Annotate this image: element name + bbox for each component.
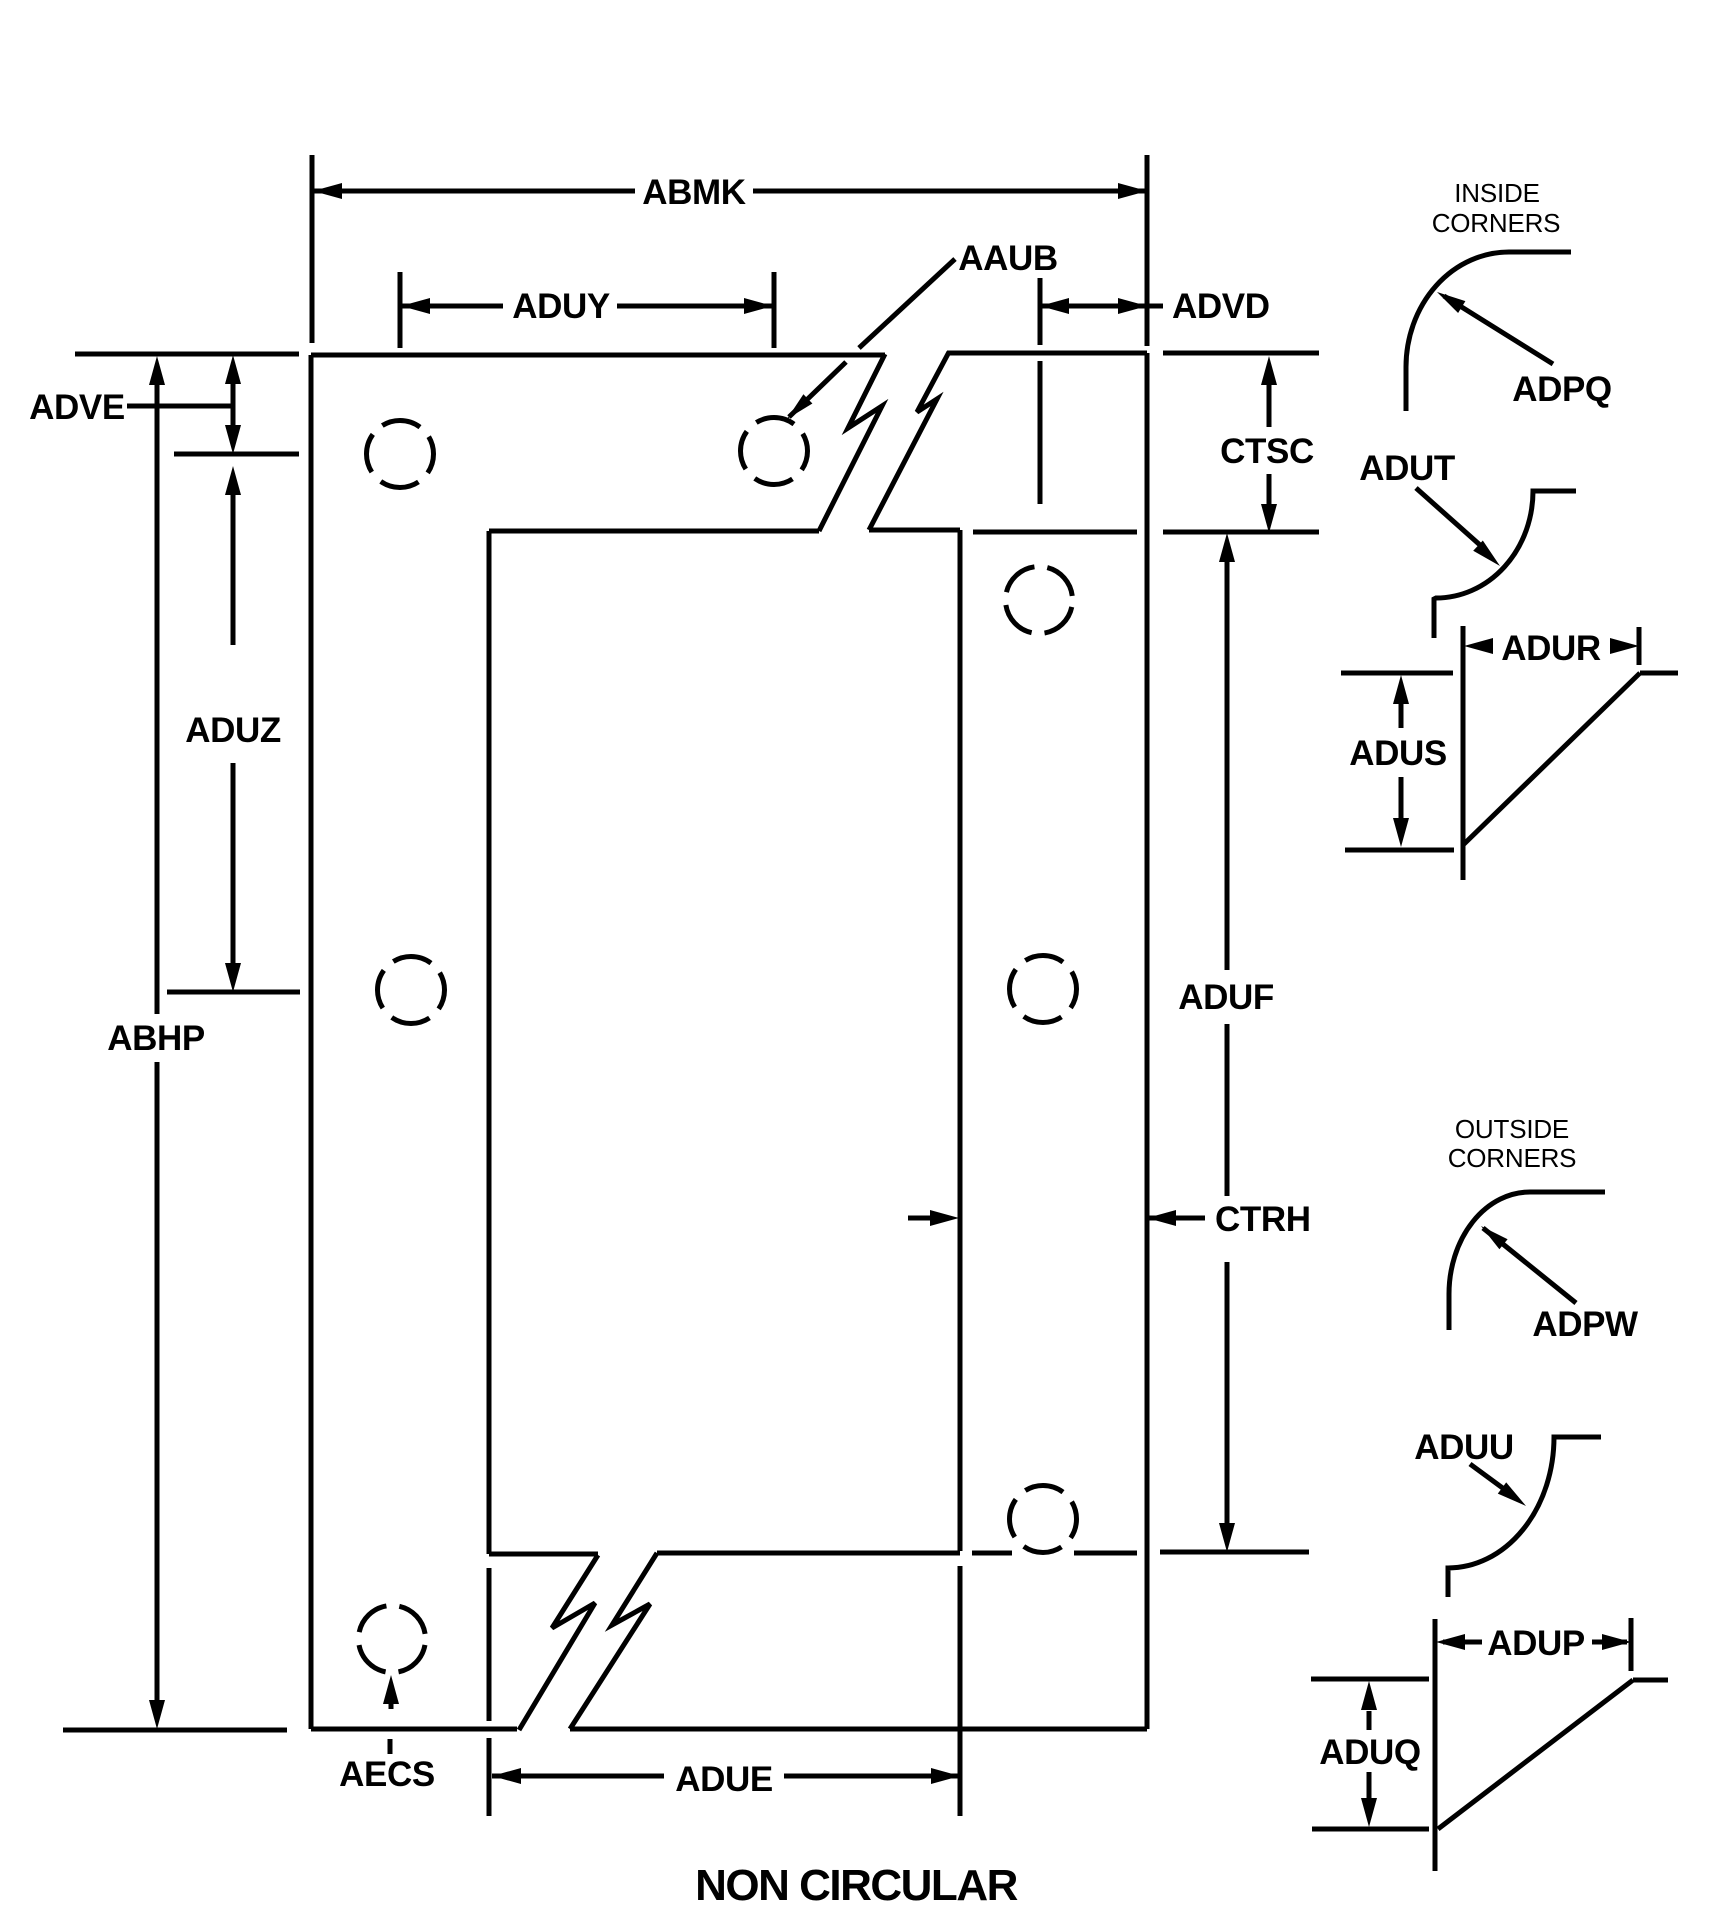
svg-text:ADUY: ADUY	[512, 287, 610, 326]
svg-text:ADUE: ADUE	[675, 1760, 773, 1799]
svg-text:AECS: AECS	[339, 1755, 435, 1794]
svg-text:ADUQ: ADUQ	[1319, 1733, 1420, 1772]
svg-text:OUTSIDE: OUTSIDE	[1455, 1114, 1569, 1144]
svg-text:ADUP: ADUP	[1487, 1624, 1585, 1663]
svg-text:ADVE: ADVE	[29, 388, 125, 427]
svg-text:CTSC: CTSC	[1220, 432, 1314, 471]
svg-text:NON CIRCULAR: NON CIRCULAR	[695, 1861, 1017, 1910]
svg-text:ADUF: ADUF	[1178, 978, 1274, 1017]
svg-text:ABMK: ABMK	[642, 173, 746, 212]
svg-text:AAUB: AAUB	[958, 239, 1058, 278]
svg-text:CORNERS: CORNERS	[1432, 208, 1561, 238]
svg-text:ADPQ: ADPQ	[1512, 370, 1612, 409]
svg-text:ADVD: ADVD	[1172, 287, 1270, 326]
svg-text:INSIDE: INSIDE	[1454, 178, 1539, 208]
svg-text:ADUS: ADUS	[1349, 734, 1447, 773]
svg-text:ADUT: ADUT	[1359, 449, 1455, 488]
svg-text:CORNERS: CORNERS	[1448, 1143, 1577, 1173]
svg-text:ABHP: ABHP	[107, 1019, 205, 1058]
svg-text:CTRH: CTRH	[1215, 1200, 1311, 1239]
svg-text:ADUU: ADUU	[1414, 1428, 1514, 1467]
svg-text:ADPW: ADPW	[1532, 1305, 1638, 1344]
svg-text:ADUZ: ADUZ	[185, 711, 281, 750]
svg-text:ADUR: ADUR	[1501, 629, 1601, 668]
